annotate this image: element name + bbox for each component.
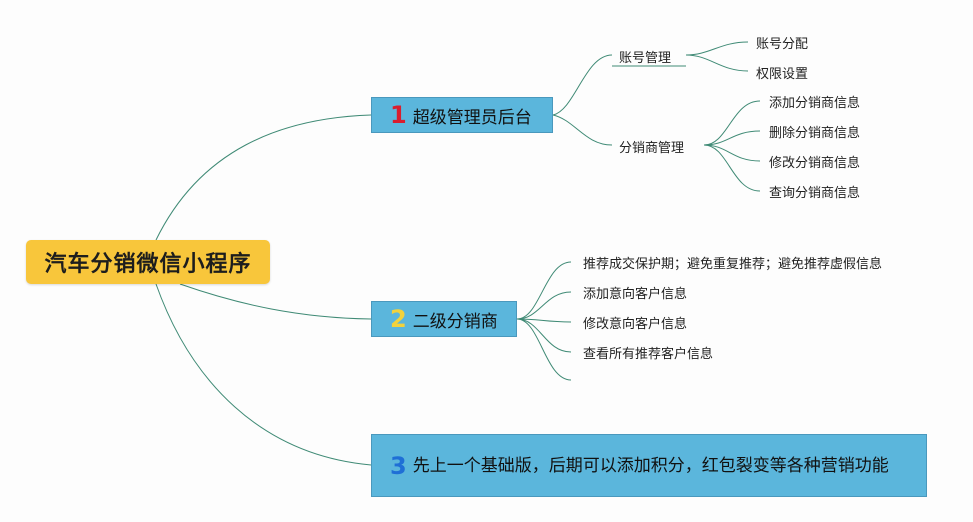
link-root-branch1 [155,114,372,241]
link-root-branch3 [155,283,372,466]
link-group2-leaf2 [703,130,761,146]
root-node[interactable]: 汽车分销微信小程序 [26,240,270,284]
branch-number-1: 1 [390,101,407,129]
branch-node-1[interactable]: 1 超级管理员后台 [371,97,553,133]
leaf-account-assign[interactable]: 账号分配 [756,37,809,52]
link-group1-leaf2 [685,54,749,72]
leaf-query-distributor[interactable]: 查询分销商信息 [769,186,861,201]
link-group1-leaf1 [685,41,749,56]
branch-node-2[interactable]: 2 二级分销商 [371,301,517,337]
leaf-view-referrals[interactable]: 查看所有推荐客户信息 [583,347,714,362]
link-group2-leaf3 [703,144,761,162]
link-branch2-leaf2 [516,291,572,320]
branch-number-2: 2 [390,305,407,333]
link-branch2-leaf4 [516,318,572,353]
branch-label-1: 超级管理员后台 [412,107,532,128]
branch-number-3: 3 [390,451,407,480]
link-branch2-leaf3 [516,318,572,323]
group-node-distributor[interactable]: 分销商管理 [619,141,685,156]
link-group2-leaf4 [703,144,761,192]
leaf-permission-settings[interactable]: 权限设置 [756,67,809,82]
link-root-branch2 [179,283,372,320]
root-node-label: 汽车分销微信小程序 [44,252,252,277]
branch-label-3: 先上一个基础版，后期可以添加积分，红包裂变等各种营销功能 [412,455,889,476]
leaf-edit-distributor[interactable]: 修改分销商信息 [769,156,861,171]
link-group2-leaf1 [703,100,761,146]
leaf-add-prospect[interactable]: 添加意向客户信息 [583,287,688,302]
leaf-edit-prospect[interactable]: 修改意向客户信息 [583,317,688,332]
link-branch2-leaf1 [516,261,572,320]
leaf-referral-protection[interactable]: 推荐成交保护期；避免重复推荐；避免推荐虚假信息 [583,257,883,272]
branch-node-3[interactable]: 3 先上一个基础版，后期可以添加积分，红包裂变等各种营销功能 [371,434,927,497]
leaf-delete-distributor[interactable]: 删除分销商信息 [769,126,861,141]
group-node-account[interactable]: 账号管理 [619,51,672,66]
branch-label-2: 二级分销商 [412,311,498,332]
link-branch2-leaf5 [516,318,572,381]
leaf-add-distributor[interactable]: 添加分销商信息 [769,96,861,111]
link-branch1-group2 [552,114,613,146]
link-branch1-group1 [552,54,613,116]
